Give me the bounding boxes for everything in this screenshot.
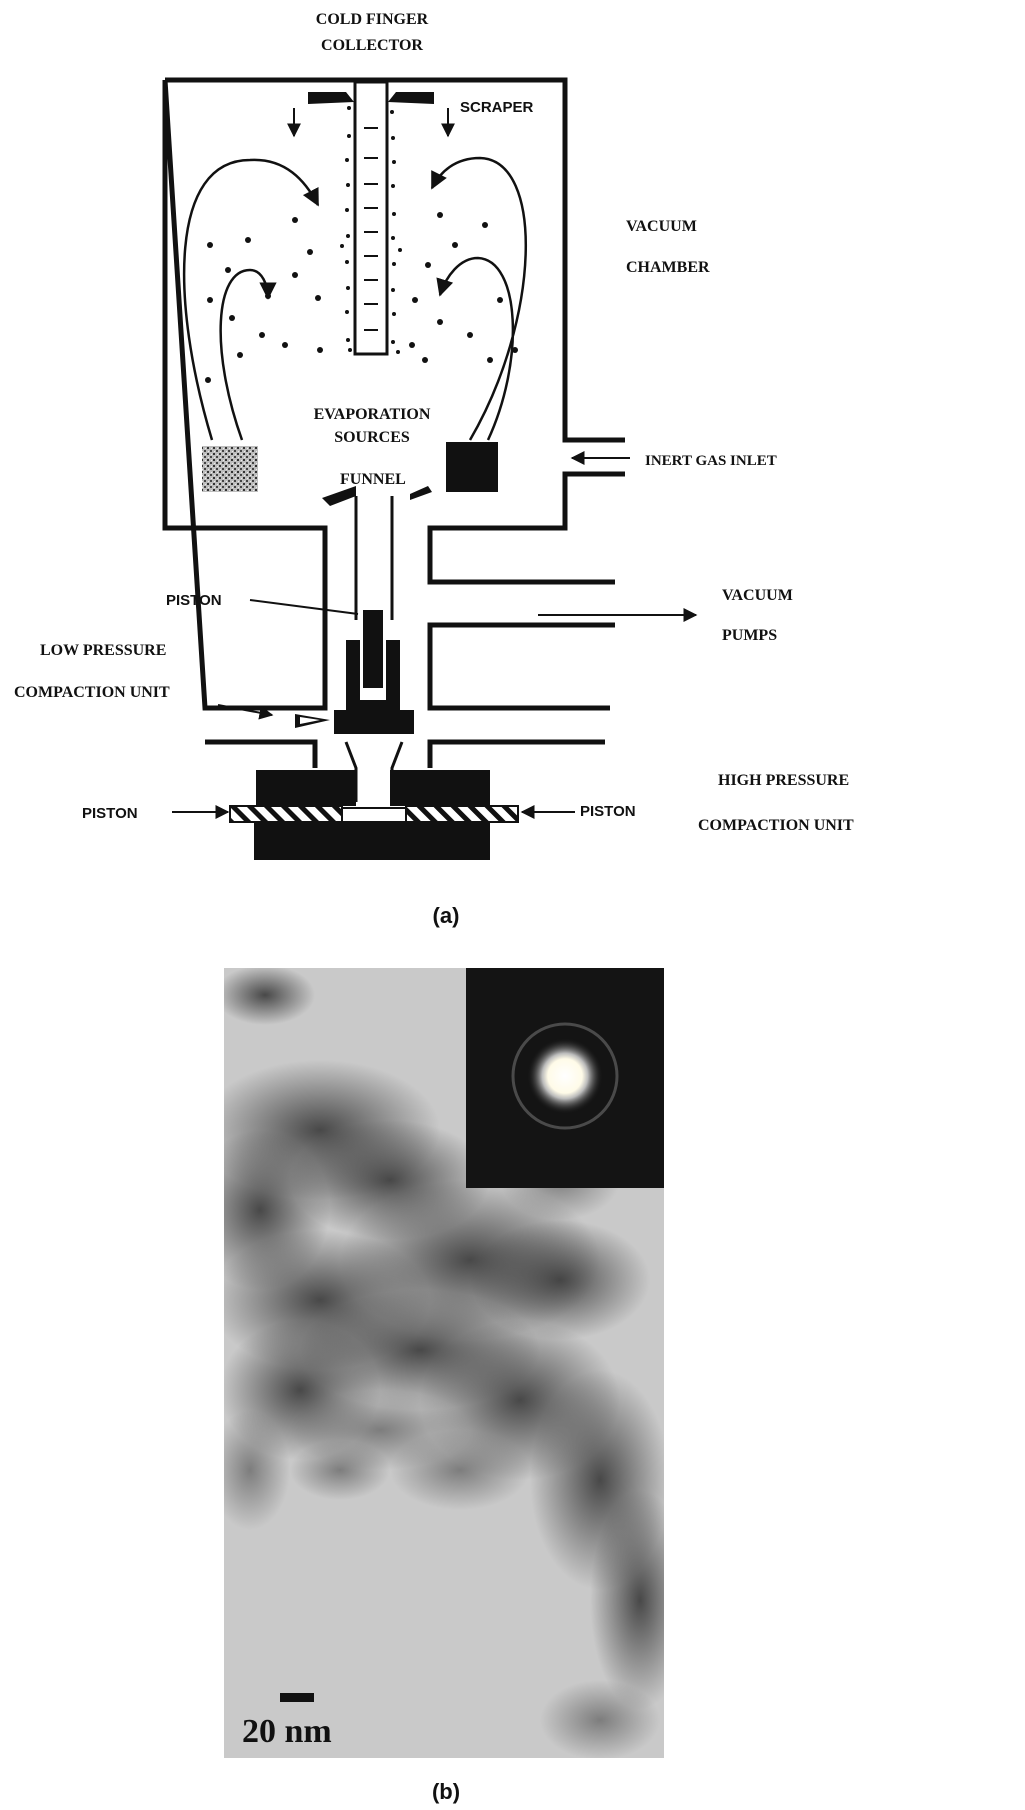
high-pressure-block-upper-left xyxy=(256,770,356,806)
gas-flow-arrows xyxy=(182,156,527,441)
vacuum-chamber-wall xyxy=(162,77,625,768)
evaporation-source-left xyxy=(202,446,258,492)
scale-bar-label: 20 nm xyxy=(242,1713,332,1750)
piston-upper xyxy=(363,610,383,688)
label-cold-finger: COLD FINGER xyxy=(316,11,429,28)
piston-right-hatched xyxy=(405,805,519,823)
nanoparticle-agglomerate xyxy=(224,968,664,1758)
piston-left-hatched xyxy=(229,805,343,823)
label-low-pressure: LOW PRESSURE xyxy=(40,642,166,659)
high-pressure-block-lower xyxy=(254,822,490,860)
low-pressure-pointer xyxy=(295,714,330,728)
label-compaction-unit-low: COMPACTION UNIT xyxy=(14,684,170,701)
label-vacuum-pumps-1: VACUUM xyxy=(722,587,793,604)
panel-a-diagram: COLD FINGER COLLECTOR SCRAPER VACUUM CHA… xyxy=(14,11,854,928)
panel-b-micrograph: 20 nm (b) xyxy=(224,968,664,1804)
cold-finger xyxy=(353,80,389,356)
scraper-right xyxy=(388,92,434,104)
label-compaction-unit-high: COMPACTION UNIT xyxy=(698,817,854,834)
label-evaporation: EVAPORATION xyxy=(314,406,431,423)
label-sources: SOURCES xyxy=(334,429,410,446)
label-vacuum-chamber-2: CHAMBER xyxy=(626,259,710,276)
scraper-left xyxy=(308,92,354,104)
high-pressure-block-upper-right xyxy=(390,770,490,806)
label-collector: COLLECTOR xyxy=(321,37,423,54)
label-vacuum-pumps-2: PUMPS xyxy=(722,627,777,644)
label-piston-right: PISTON xyxy=(580,803,636,820)
diffraction-center-spot xyxy=(527,1038,603,1114)
label-inert-gas-inlet: INERT GAS INLET xyxy=(645,453,777,469)
scale-bar xyxy=(280,1693,314,1702)
cold-finger-marks xyxy=(364,127,378,331)
label-vacuum-chamber-1: VACUUM xyxy=(626,218,697,235)
label-piston-upper: PISTON xyxy=(166,592,222,609)
label-piston-left: PISTON xyxy=(82,805,138,822)
caption-b: (b) xyxy=(432,1779,460,1804)
diffraction-ring xyxy=(511,1022,619,1130)
low-pressure-press-cup xyxy=(346,640,400,710)
evaporation-source-right xyxy=(446,442,498,492)
label-high-pressure: HIGH PRESSURE xyxy=(718,772,849,789)
label-scraper: SCRAPER xyxy=(460,99,534,116)
low-pressure-press-base xyxy=(334,710,414,734)
funnel-right xyxy=(410,486,432,500)
label-funnel: FUNNEL xyxy=(340,471,406,488)
funnel xyxy=(322,486,356,506)
caption-a: (a) xyxy=(433,903,460,928)
nanoparticles xyxy=(205,106,518,383)
